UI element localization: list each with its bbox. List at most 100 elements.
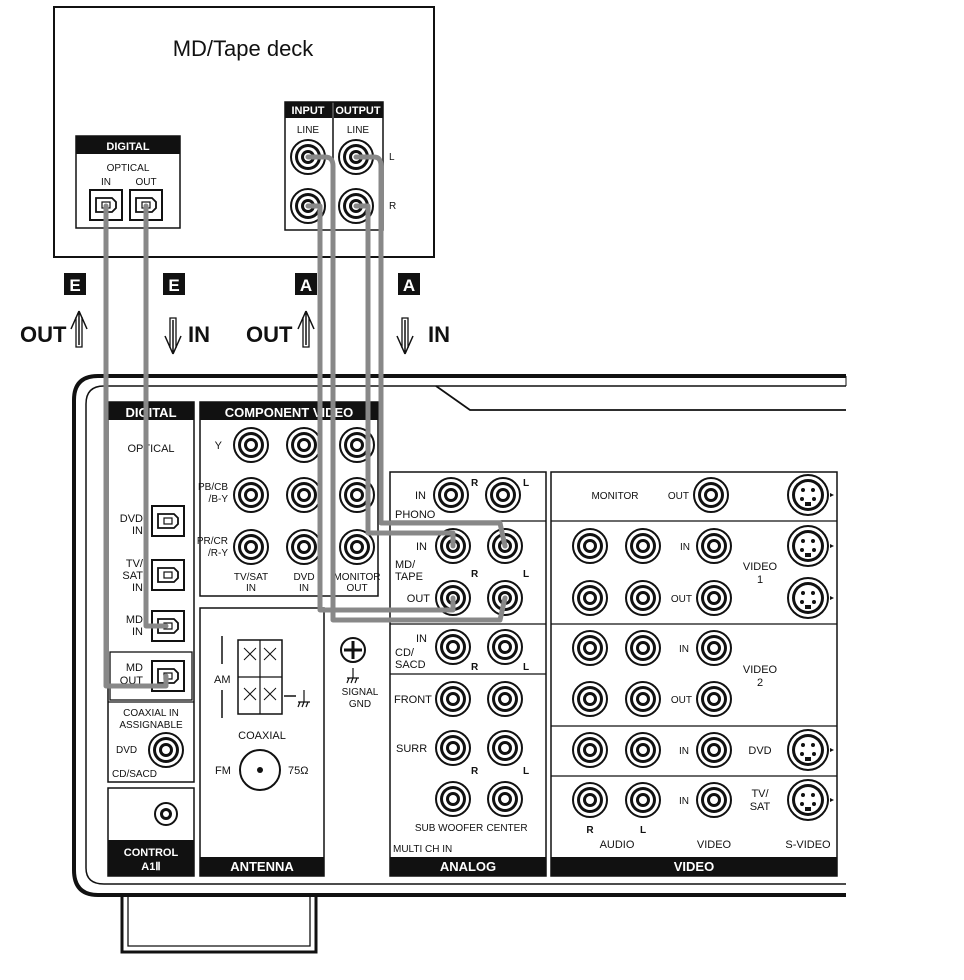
video2-number: 2 — [757, 677, 763, 689]
ground-icon — [346, 668, 359, 684]
component-monitor-label-2: OUT — [346, 583, 367, 594]
e-in-arrow-icon — [164, 317, 182, 355]
front-label: FRONT — [394, 694, 432, 706]
surr-l-jack[interactable] — [487, 730, 523, 766]
cable-line-input-r — [305, 203, 456, 613]
dvd-in-label-2: IN — [132, 525, 143, 537]
cable-optical-md-out — [103, 203, 169, 689]
a-in-arrow-icon — [396, 317, 414, 355]
subwoofer-jack[interactable] — [435, 781, 471, 817]
deck-r-label: R — [389, 201, 396, 212]
audio-r-label: R — [586, 825, 594, 836]
component-tvsat-pb-jack[interactable] — [233, 477, 269, 513]
video1-in-video-jack[interactable] — [696, 528, 732, 564]
cable-line-output-l — [353, 154, 508, 549]
mdtape-label: MD/ — [395, 559, 416, 571]
cable-optical-md-in — [143, 203, 169, 629]
tvsat-audio-l-jack[interactable] — [625, 782, 661, 818]
cdsacd-label-2: SACD — [395, 659, 426, 671]
coaxial-in-jack[interactable] — [148, 732, 184, 768]
deck-optical-out-label: OUT — [135, 177, 156, 188]
svg-text:E: E — [69, 276, 80, 295]
cable-line-input-l — [305, 154, 508, 623]
badge-a-out — [295, 273, 317, 295]
component-tvsat-y-jack[interactable] — [233, 427, 269, 463]
tvsat-video-jack[interactable] — [696, 782, 732, 818]
surr-l-label: L — [523, 766, 529, 777]
badge-e-out — [64, 273, 86, 295]
am-terminal[interactable] — [237, 639, 283, 715]
tvsat-audio-r-jack[interactable] — [572, 782, 608, 818]
phono-r-jack[interactable] — [433, 477, 469, 513]
phono-l-jack[interactable] — [485, 477, 521, 513]
video2-label: VIDEO — [743, 664, 778, 676]
phono-r-label: R — [471, 478, 479, 489]
svideo-column-label: S-VIDEO — [785, 839, 831, 851]
dvd-audio-r-jack[interactable] — [572, 732, 608, 768]
signal-gnd: SIGNAL GND — [340, 637, 379, 710]
center-jack[interactable] — [487, 781, 523, 817]
video2-out-video-jack[interactable] — [696, 681, 732, 717]
coaxial-dvd-label: DVD — [116, 745, 137, 756]
video2-out-audio-l-jack[interactable] — [625, 681, 661, 717]
optical-tvsat-in-jack[interactable] — [151, 559, 185, 591]
video1-out-audio-r-jack[interactable] — [572, 580, 608, 616]
mdtape-l-label: L — [523, 569, 529, 580]
surr-r-jack[interactable] — [435, 730, 471, 766]
cdsacd-l-jack[interactable] — [487, 629, 523, 665]
receiver-chassis — [72, 374, 847, 954]
e-out-arrow-icon — [70, 310, 88, 348]
video-column-label: VIDEO — [697, 839, 732, 851]
md-in-label: MD — [126, 614, 143, 626]
component-dvd-pb-jack[interactable] — [286, 477, 322, 513]
antenna-panel: ANTENNA AM COAXIAL FM 75Ω — [199, 607, 325, 877]
deck-title: MD/Tape deck — [173, 36, 315, 61]
surr-label: SURR — [396, 743, 427, 755]
deck-output-line-label: LINE — [347, 125, 370, 136]
phono-in-label: IN — [415, 490, 426, 502]
coaxial-in-label: COAXIAL IN — [123, 708, 179, 719]
dvd-video-label: DVD — [748, 745, 771, 757]
video2-in-audio-r-jack[interactable] — [572, 630, 608, 666]
video1-out-video-jack[interactable] — [696, 580, 732, 616]
signal-label: SIGNAL — [342, 687, 379, 698]
video-panel: VIDEO MONITOR OUT IN OUT VIDEO 1 IN OUT … — [550, 471, 838, 877]
control-a1-panel: CONTROL A1Ⅱ — [107, 787, 195, 877]
tvsat-in-video-label: IN — [679, 796, 689, 807]
phono-label: PHONO — [395, 509, 436, 521]
video1-in-audio-l-jack[interactable] — [625, 528, 661, 564]
surr-r-label: R — [471, 766, 479, 777]
optical-dvd-in-jack[interactable] — [151, 505, 185, 537]
receiver-digital-panel: DIGITAL OPTICAL DVD IN TV/ SAT IN MD IN … — [107, 401, 195, 783]
video1-out-audio-l-jack[interactable] — [625, 580, 661, 616]
monitor-video-out-jack[interactable] — [693, 477, 729, 513]
md-tape-deck: MD/Tape deck DIGITAL OPTICAL IN OUT INPU… — [53, 6, 435, 258]
cdsacd-r-jack[interactable] — [435, 629, 471, 665]
cdsacd-label: CD/ — [395, 647, 415, 659]
dvd-video-jack[interactable] — [696, 732, 732, 768]
dvd-audio-l-jack[interactable] — [625, 732, 661, 768]
video2-in-video-jack[interactable] — [696, 630, 732, 666]
component-dvd-y-jack[interactable] — [286, 427, 322, 463]
component-tvsat-pr-jack[interactable] — [233, 529, 269, 565]
tvsat-in-label-2: SAT — [122, 570, 143, 582]
cable-line-output-r — [353, 203, 456, 549]
monitor-out-label: OUT — [668, 491, 689, 502]
component-dvd-pr-jack[interactable] — [286, 529, 322, 565]
video2-out-audio-r-jack[interactable] — [572, 681, 608, 717]
badge-a-in — [398, 273, 420, 295]
center-label: CENTER — [486, 823, 527, 834]
control-label: CONTROL — [124, 847, 179, 859]
cdsacd-in-label: IN — [416, 633, 427, 645]
component-tvsat-label-2: IN — [246, 583, 256, 594]
control-a1-label: A1Ⅱ — [141, 861, 160, 873]
video1-in-audio-r-jack[interactable] — [572, 528, 608, 564]
video2-in-audio-l-jack[interactable] — [625, 630, 661, 666]
front-l-jack[interactable] — [487, 681, 523, 717]
video-header: VIDEO — [674, 859, 714, 874]
front-r-jack[interactable] — [435, 681, 471, 717]
audio-l-label: L — [640, 825, 646, 836]
mdtape-out-label: OUT — [407, 593, 431, 605]
